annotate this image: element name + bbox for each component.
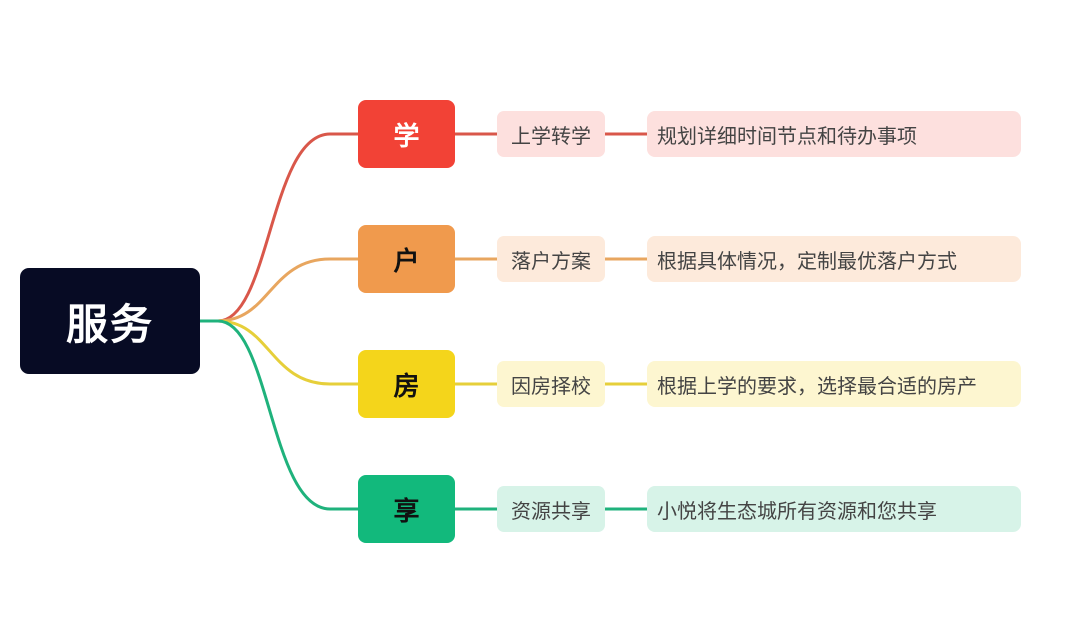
- description-node-hukou: 根据具体情况，定制最优落户方式: [647, 236, 1021, 282]
- tag-node-housing-school: 因房择校: [497, 361, 605, 407]
- tag-node-school-transfer: 上学转学: [497, 111, 605, 157]
- tag-node-resource-sharing: 资源共享: [497, 486, 605, 532]
- link-root-to-xiang: [200, 319, 358, 511]
- category-node-housing: 房: [358, 350, 455, 418]
- category-node-school: 学: [358, 100, 455, 168]
- category-node-sharing: 享: [358, 475, 455, 543]
- link-root-to-fang: [200, 319, 358, 386]
- root-node-services: 服务: [20, 268, 200, 374]
- description-node-housing: 根据上学的要求，选择最合适的房产: [647, 361, 1021, 407]
- description-node-sharing: 小悦将生态城所有资源和您共享: [647, 486, 1021, 532]
- link-root-to-xue: [200, 132, 358, 323]
- description-node-school: 规划详细时间节点和待办事项: [647, 111, 1021, 157]
- category-node-hukou: 户: [358, 225, 455, 293]
- link-root-to-hu: [200, 257, 358, 323]
- tag-node-hukou-plan: 落户方案: [497, 236, 605, 282]
